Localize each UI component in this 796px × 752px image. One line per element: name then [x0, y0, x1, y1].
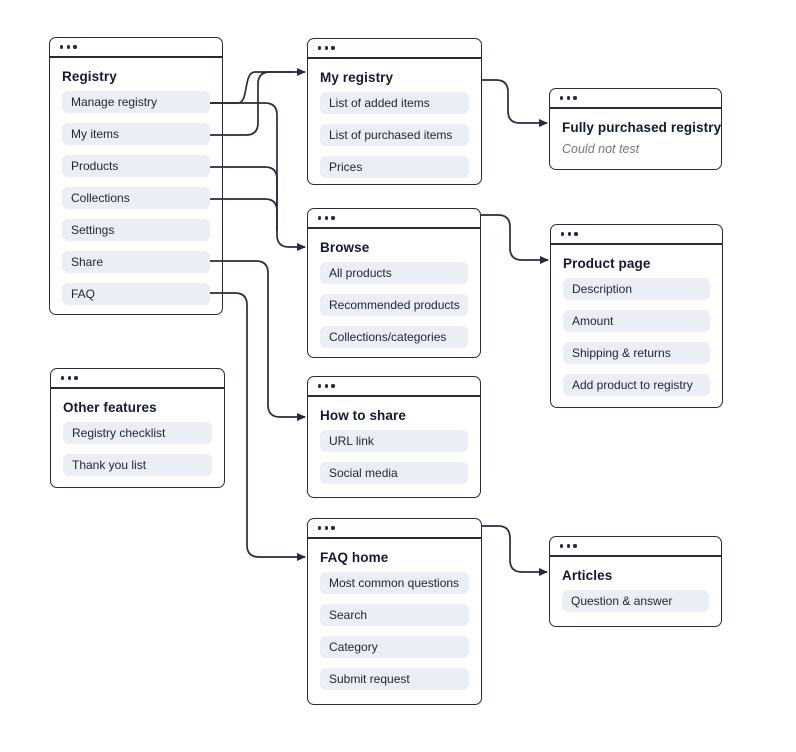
card-item-pill[interactable]: List of purchased items — [320, 124, 469, 146]
card-item-pill[interactable]: Social media — [320, 462, 468, 484]
window-menu-dots-icon — [60, 45, 77, 49]
window-menu-dots-icon — [318, 384, 335, 388]
card-item-pill[interactable]: List of added items — [320, 92, 469, 114]
connector-browse-to-product-page — [481, 214, 549, 264]
connector-faq-home-to-articles — [482, 525, 548, 576]
window-titlebar — [308, 39, 481, 59]
connector-my-registry-to-fully-purchased-registry — [482, 79, 548, 127]
window-menu-dots-icon — [561, 232, 578, 236]
card-item-pill[interactable]: Thank you list — [63, 454, 212, 476]
card-item-pill[interactable]: All products — [320, 262, 468, 284]
card-item-pill[interactable]: Recommended products — [320, 294, 468, 316]
window-menu-dots-icon — [560, 544, 577, 548]
window-menu-dots-icon — [318, 526, 335, 530]
card-item-pill[interactable]: Settings — [62, 219, 210, 241]
card-item-pill[interactable]: Collections/categories — [320, 326, 468, 348]
card-item-pill[interactable]: Products — [62, 155, 210, 177]
card-title: Registry — [62, 69, 117, 84]
card-title: Articles — [562, 568, 613, 583]
card-title: Product page — [563, 256, 651, 271]
card-title: My registry — [320, 70, 394, 85]
card-item-pill[interactable]: Search — [320, 604, 469, 626]
card-item-pill[interactable]: Submit request — [320, 668, 469, 690]
card-item-list: Question & answer — [562, 590, 709, 612]
card-body: Articles Question & answer — [550, 557, 721, 624]
window-titlebar — [50, 38, 222, 58]
card-item-pill[interactable]: Description — [563, 278, 710, 300]
window-titlebar — [550, 537, 721, 557]
card-item-pill[interactable]: Most common questions — [320, 572, 469, 594]
card-body: Fully purchased registry Could not test — [550, 109, 721, 168]
window-titlebar — [51, 369, 224, 389]
window-titlebar — [308, 209, 480, 229]
window-titlebar — [550, 89, 721, 109]
card-item-pill[interactable]: Amount — [563, 310, 710, 332]
card-fully-purchased-registry[interactable]: Fully purchased registry Could not test — [549, 88, 722, 170]
connector-registry-manage-registry-to-browse — [210, 102, 306, 251]
window-titlebar — [551, 225, 722, 245]
connector-registry-manage-registry-to-my-registry — [210, 68, 306, 104]
window-menu-dots-icon — [560, 96, 577, 100]
card-title: Browse — [320, 240, 370, 255]
card-item-pill[interactable]: Add product to registry — [563, 374, 710, 396]
card-item-pill[interactable]: Category — [320, 636, 469, 658]
card-item-pill[interactable]: Share — [62, 251, 210, 273]
window-titlebar — [308, 519, 481, 539]
card-title: FAQ home — [320, 550, 389, 565]
window-titlebar — [308, 377, 480, 397]
window-menu-dots-icon — [318, 46, 335, 50]
card-title: Fully purchased registry — [562, 120, 722, 135]
window-menu-dots-icon — [61, 376, 78, 380]
card-title: How to share — [320, 408, 406, 423]
card-note: Could not test — [562, 142, 640, 156]
card-item-pill[interactable]: My items — [62, 123, 210, 145]
card-item-pill[interactable]: Collections — [62, 187, 210, 209]
window-menu-dots-icon — [318, 216, 335, 220]
card-item-pill[interactable]: Shipping & returns — [563, 342, 710, 364]
card-item-pill[interactable]: URL link — [320, 430, 468, 452]
card-item-pill[interactable]: Manage registry — [62, 91, 210, 113]
card-item-pill[interactable]: FAQ — [62, 283, 210, 305]
card-articles[interactable]: Articles Question & answer — [549, 536, 722, 627]
card-item-pill[interactable]: Registry checklist — [63, 422, 212, 444]
card-title: Other features — [63, 400, 157, 415]
card-item-pill[interactable]: Prices — [320, 156, 469, 178]
card-item-pill[interactable]: Question & answer — [562, 590, 709, 612]
